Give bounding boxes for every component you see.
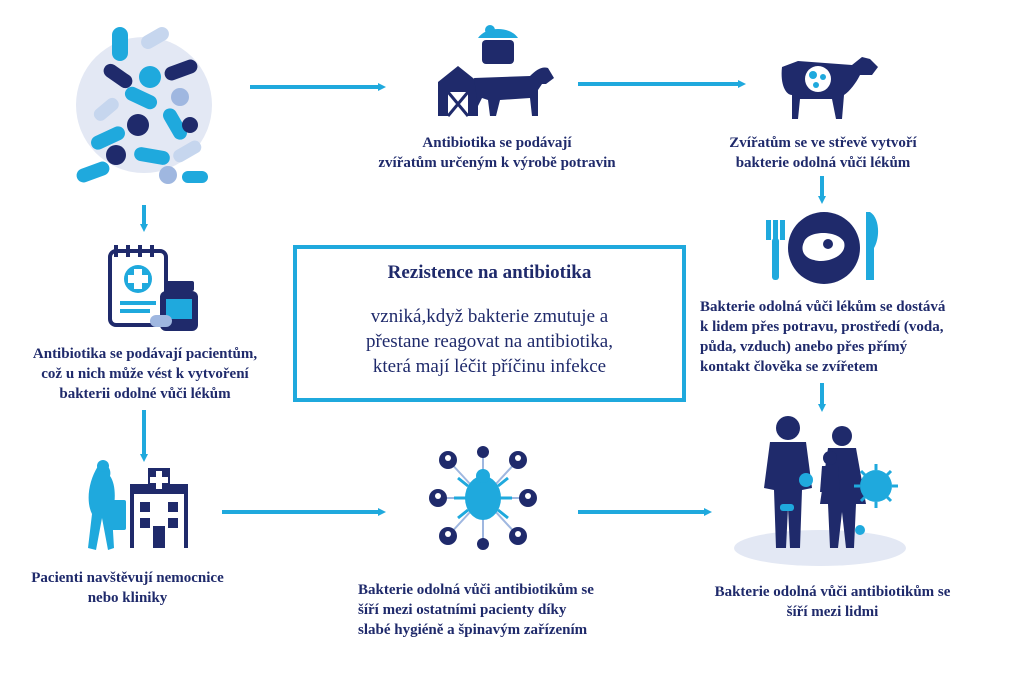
caption-animals-resistance: Zvířatům se ve střevě vytvoří bakterie o… — [729, 135, 917, 171]
bacteria-network-icon — [429, 446, 537, 550]
definition-text: vzniká,když bakterie zmutuje a přestane … — [366, 306, 613, 377]
caption-patients-spread: Bakterie odolná vůči antibiotikům se šíř… — [358, 582, 594, 638]
cow-bacteria-icon — [781, 57, 878, 119]
caption-food-spread: Bakterie odolná vůči lékům se dostává k … — [700, 299, 946, 375]
farm-cow-icon — [438, 25, 554, 117]
plate-meat-icon — [766, 212, 879, 284]
caption-patients-given: Antibiotika se podávají pacientům, což u… — [32, 346, 258, 402]
pills-icon — [76, 27, 212, 184]
caption-hospital-visit: Pacienti navštěvují nemocnice nebo klini… — [31, 570, 224, 606]
family-bacteria-icon — [734, 416, 906, 566]
caption-animals-given: Antibiotika se podávají zvířatům určeným… — [378, 135, 616, 171]
definition-title: Rezistence na antibiotika — [387, 262, 592, 283]
hospital-icon — [88, 460, 188, 550]
definition-box: Rezistence na antibiotika vzniká,když ba… — [293, 245, 686, 402]
caption-people-spread: Bakterie odolná vůči antibiotikům se šíř… — [714, 584, 951, 620]
prescription-icon — [108, 245, 198, 331]
